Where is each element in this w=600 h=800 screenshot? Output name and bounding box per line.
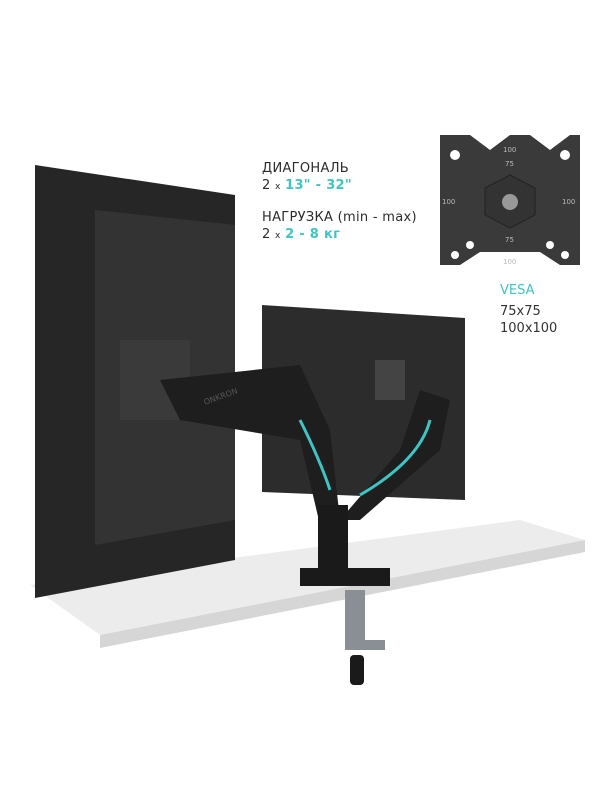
mount-pole	[318, 505, 348, 575]
plate-label-inner-bottom: 75	[505, 236, 514, 244]
times-sign: x	[275, 182, 281, 192]
plate-label-right: 100	[562, 198, 575, 206]
load-value: 2 - 8 кг	[285, 227, 341, 242]
desk-clamp	[345, 590, 365, 650]
plate-label-top: 100	[503, 146, 516, 154]
plate-label-left: 100	[442, 198, 455, 206]
diagonal-label: ДИАГОНАЛЬ	[262, 161, 349, 176]
vesa-plate: 100 75 100 100 75 100	[440, 135, 580, 266]
plate-label-bottom: 100	[503, 258, 516, 266]
times-sign: x	[275, 231, 281, 241]
diagonal-spec: ДИАГОНАЛЬ 2 x 13" - 32"	[262, 160, 352, 196]
vesa-size: 75x75	[500, 304, 541, 319]
diagonal-value: 13" - 32"	[285, 178, 352, 193]
diagonal-count: 2	[262, 178, 271, 193]
vesa-size: 100x100	[500, 321, 558, 336]
vesa-title: VESA	[500, 283, 535, 298]
load-count: 2	[262, 227, 271, 242]
monitor-arm-left	[160, 365, 340, 525]
plate-label-inner-top: 75	[505, 160, 514, 168]
load-label: НАГРУЗКА (min - max)	[262, 210, 417, 225]
load-spec: НАГРУЗКА (min - max) 2 x 2 - 8 кг	[262, 209, 417, 245]
vesa-info: VESA 75x75 100x100	[500, 282, 557, 337]
monitor-arm-right	[340, 390, 450, 520]
